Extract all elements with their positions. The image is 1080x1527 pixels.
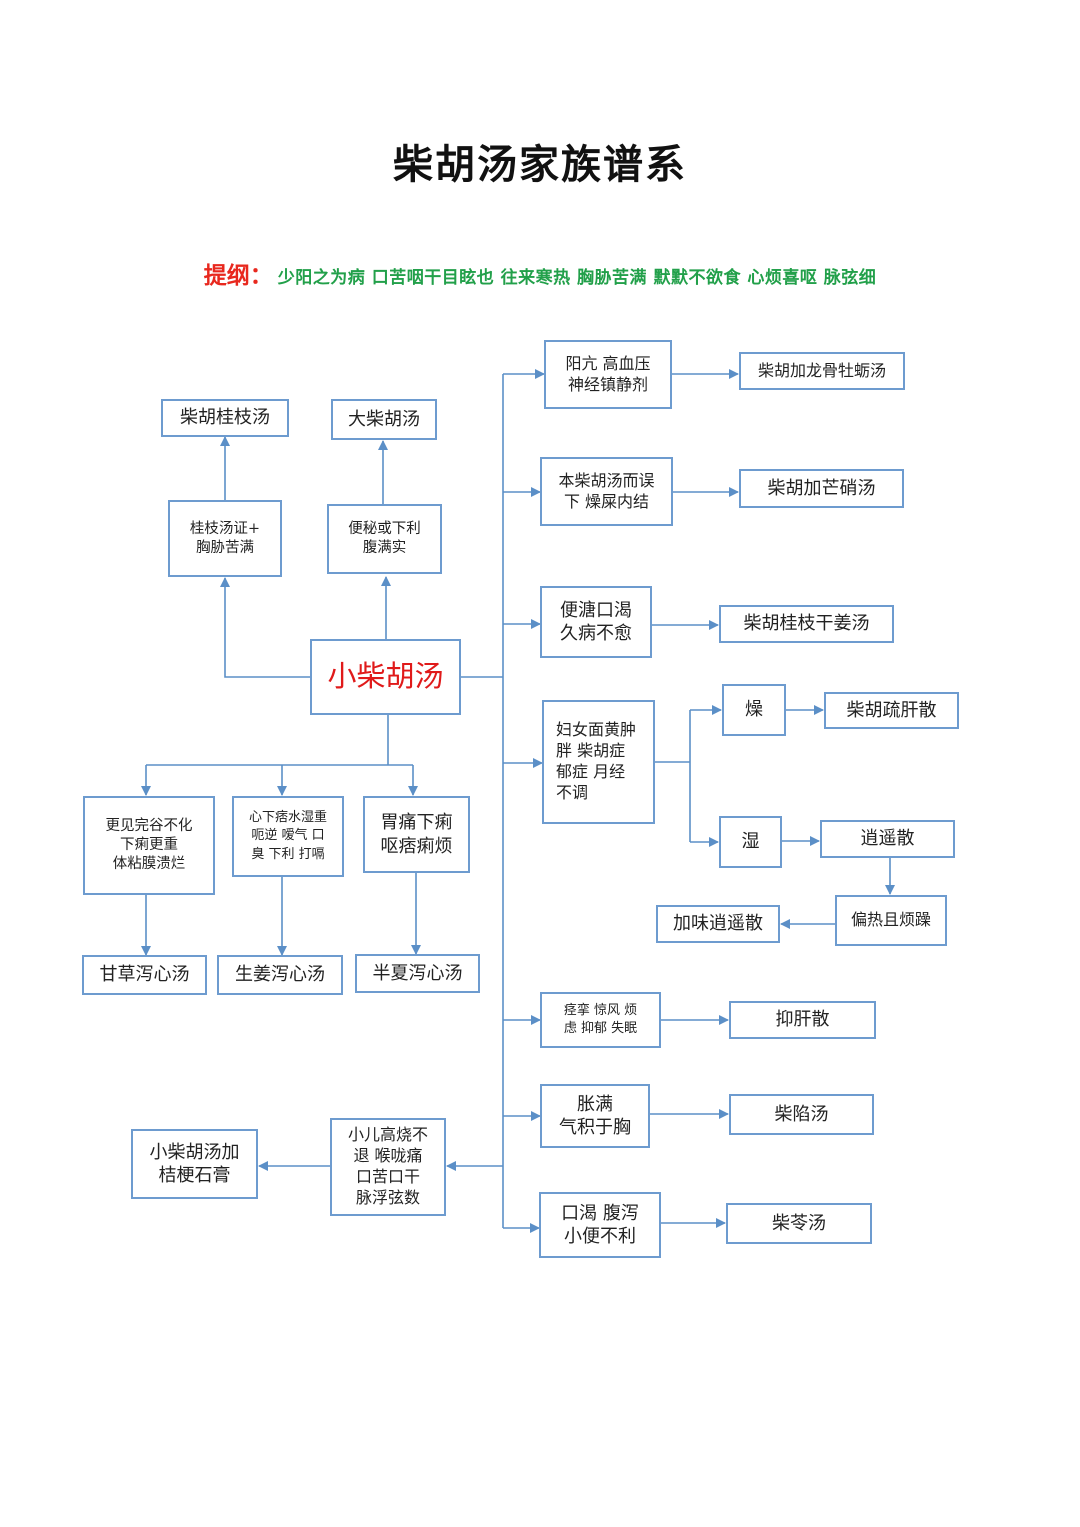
- node-gancao-xiexin-tang: 甘草泻心汤: [82, 955, 207, 995]
- node-xiaoyao-san: 逍遥散: [820, 820, 955, 858]
- node-chaihu-shugan-san: 柴胡疏肝散: [824, 692, 959, 729]
- node-chaoling-tang: 柴苓汤: [726, 1203, 872, 1244]
- node-chaihu-guizhi-tang: 柴胡桂枝汤: [161, 399, 289, 437]
- node-biantang-condition: 便溏口渴 久病不愈: [540, 586, 652, 658]
- node-chaixian-tang: 柴陷汤: [729, 1094, 874, 1135]
- node-bianmi-condition: 便秘或下利 腹满实: [327, 504, 442, 574]
- node-longgu-muli-tang: 柴胡加龙骨牡蛎汤: [739, 352, 905, 390]
- node-xiao-chaihu-tang: 小柴胡汤: [310, 639, 461, 715]
- node-yangkang-condition: 阳亢 高血压 神经镇静剂: [544, 340, 672, 409]
- node-da-chaihu-tang: 大柴胡汤: [331, 399, 437, 440]
- node-shengjiang-xiexin-tang: 生姜泻心汤: [217, 955, 343, 995]
- node-jiegeng-shigao: 小柴胡汤加 桔梗石膏: [131, 1129, 258, 1199]
- outline-text: 少阳之为病 口苦咽干目眩也 往来寒热 胸胁苦满 默默不欲食 心烦喜呕 脉弦细: [277, 268, 877, 288]
- node-shi: 湿: [719, 816, 782, 868]
- outline-line: 提纲： 少阳之为病 口苦咽干目眩也 往来寒热 胸胁苦满 默默不欲食 心烦喜呕 脉…: [0, 256, 1080, 290]
- node-xiaoer-condition: 小儿高烧不 退 喉咙痛 口苦口干 脉浮弦数: [330, 1118, 446, 1216]
- node-kouke-condition: 口渴 腹泻 小便不利: [539, 1192, 661, 1258]
- node-yigan-san: 抑肝散: [729, 1001, 876, 1039]
- node-mangxiao-tang: 柴胡加芒硝汤: [739, 469, 904, 508]
- page-title: 柴胡汤家族谱系: [393, 141, 687, 188]
- node-guizhi-condition: 桂枝汤证+ 胸胁苦满: [168, 500, 282, 577]
- connector-center-to-guizhi-cond: [220, 577, 310, 678]
- node-zao: 燥: [722, 684, 786, 736]
- node-jingluan-condition: 痉挛 惊风 烦 虑 抑郁 失眠: [540, 992, 661, 1048]
- node-wuxia-condition: 本柴胡汤而误 下 燥屎内结: [540, 457, 673, 526]
- node-funu-condition: 妇女面黄肿 胖 柴胡症 郁症 月经 不调: [542, 700, 655, 824]
- node-pianre-condition: 偏热且烦躁: [835, 895, 947, 946]
- node-gengjian-condition: 更见完谷不化 下痢更重 体粘膜溃烂: [83, 796, 215, 895]
- node-xinxia-condition: 心下痞水湿重 呃逆 嗳气 口 臭 下利 打嗝: [232, 796, 344, 877]
- outline-label: 提纲：: [203, 262, 273, 289]
- node-weitong-condition: 胃痛下痢 呕痞痢烦: [363, 796, 470, 873]
- node-zhangman-condition: 胀满 气积于胸: [540, 1084, 650, 1148]
- node-banxia-xiexin-tang: 半夏泻心汤: [355, 954, 480, 993]
- node-jiawei-xiaoyao-san: 加味逍遥散: [656, 905, 780, 943]
- node-guizhi-ganjiang-tang: 柴胡桂枝干姜汤: [719, 605, 894, 643]
